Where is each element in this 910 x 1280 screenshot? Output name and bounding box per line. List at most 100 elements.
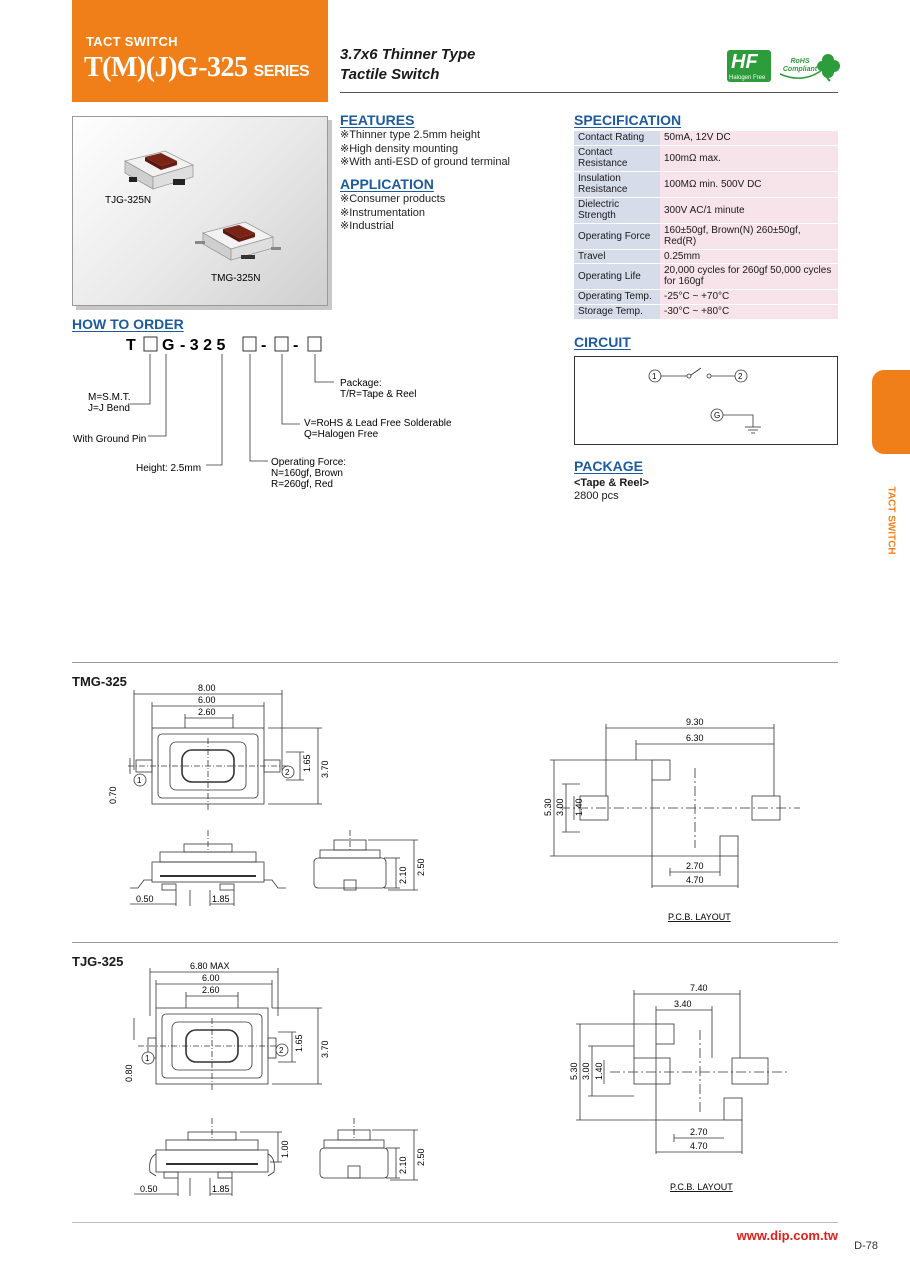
side-tab-label: TACT SWITCH	[885, 486, 897, 555]
svg-text:2.60: 2.60	[198, 707, 216, 717]
category-label: TACT SWITCH	[86, 34, 178, 49]
svg-text:G: G	[714, 411, 720, 420]
code-dash-2: -	[293, 337, 298, 354]
svg-text:0.50: 0.50	[136, 894, 154, 904]
svg-text:1: 1	[137, 776, 142, 785]
svg-text:3.70: 3.70	[320, 760, 330, 778]
footer-url-link[interactable]: www.dip.com.tw	[736, 1228, 838, 1243]
specification-heading: SPECIFICATION	[574, 112, 682, 128]
svg-text:6.00: 6.00	[202, 973, 220, 983]
feature-item: ※With anti-ESD of ground terminal	[340, 156, 511, 168]
svg-text:J=J Bend: J=J Bend	[88, 403, 130, 414]
application-heading: APPLICATION	[340, 176, 434, 192]
svg-text:1.00: 1.00	[280, 1140, 290, 1158]
code-box-force	[242, 336, 257, 352]
tmg-photo-label: TMG-325N	[211, 273, 260, 284]
svg-text:Height: 2.5mm: Height: 2.5mm	[136, 463, 201, 474]
svg-text:2.70: 2.70	[690, 1127, 708, 1137]
code-325: - 3 2 5	[180, 337, 225, 354]
svg-text:M=S.M.T.: M=S.M.T.	[88, 392, 131, 403]
package-heading: PACKAGE	[574, 458, 643, 474]
svg-text:7.40: 7.40	[690, 983, 708, 993]
svg-text:8.00: 8.00	[198, 683, 216, 693]
section-divider	[72, 942, 838, 943]
footer-divider	[72, 1222, 838, 1223]
side-tab	[872, 370, 910, 454]
switch-photo-illustration: TJG-325N TMG-325N	[105, 150, 281, 284]
svg-text:4.70: 4.70	[690, 1141, 708, 1151]
tmg-switch-image	[195, 221, 281, 261]
svg-text:9.30: 9.30	[686, 717, 704, 727]
product-subtitle: 3.7x6 Thinner Type Tactile Switch	[340, 46, 476, 83]
tjg-switch-image	[123, 150, 195, 190]
table-row: Storage Temp.-30°C ~ +80°C	[574, 304, 838, 320]
tmg-dimension-drawing: 1 2 8.00 6.00 2.60 1.65 3.70 0.70 0.50 1…	[108, 683, 426, 906]
svg-text:1: 1	[652, 372, 657, 381]
svg-text:2.70: 2.70	[686, 861, 704, 871]
features-list: ※Thinner type 2.5mm height ※High density…	[340, 129, 510, 170]
circuit-diagram: 1 2 G	[574, 356, 838, 445]
svg-text:5.30: 5.30	[569, 1062, 579, 1080]
code-box-package	[307, 336, 322, 352]
svg-text:1.65: 1.65	[294, 1034, 304, 1052]
svg-text:1.85: 1.85	[212, 894, 230, 904]
svg-text:5.30: 5.30	[543, 798, 553, 816]
svg-text:1: 1	[145, 1054, 150, 1063]
tmg-pcb-layout: 9.30 6.30 5.30 3.00 1.40 2.70 4.70 P.C.B…	[543, 717, 800, 922]
svg-text:Q=Halogen Free: Q=Halogen Free	[304, 429, 379, 440]
code-box-type	[143, 336, 158, 352]
svg-text:2: 2	[279, 1046, 284, 1055]
svg-text:0.70: 0.70	[108, 786, 118, 804]
svg-text:0.50: 0.50	[140, 1184, 158, 1194]
svg-text:R=260gf, Red: R=260gf, Red	[271, 479, 333, 490]
svg-text:With Ground Pin: With Ground Pin	[73, 434, 146, 445]
halogen-free-logo: HF Halogen Free	[727, 50, 771, 82]
application-item: ※Instrumentation	[340, 206, 426, 219]
svg-text:2.50: 2.50	[416, 1148, 426, 1166]
svg-text:3.00: 3.00	[581, 1062, 591, 1080]
svg-text:Package:: Package:	[340, 378, 382, 389]
feature-item: ※High density mounting	[340, 142, 459, 155]
svg-text:0.80: 0.80	[124, 1064, 134, 1082]
tjg-photo-label: TJG-325N	[105, 195, 151, 206]
svg-text:2: 2	[738, 372, 743, 381]
svg-text:3.40: 3.40	[674, 999, 692, 1009]
circuit-schematic: 1 2 G	[648, 367, 761, 434]
svg-text:6.30: 6.30	[686, 733, 704, 743]
tjg-dimension-drawing: 1 2 6.80 MAX 6.00 2.60 1.65 3.70 0.80 0.…	[124, 961, 426, 1196]
svg-text:T/R=Tape & Reel: T/R=Tape & Reel	[340, 389, 416, 400]
svg-text:P.C.B. LAYOUT: P.C.B. LAYOUT	[668, 912, 731, 922]
product-photo: TJG-325N TMG-325N	[72, 116, 328, 306]
svg-text:2: 2	[285, 768, 290, 777]
svg-text:3.00: 3.00	[555, 798, 565, 816]
svg-text:V=RoHS & Lead Free Solderable: V=RoHS & Lead Free Solderable	[304, 418, 452, 429]
application-item: ※Industrial	[340, 220, 394, 232]
package-info: <Tape & Reel> 2800 pcs	[574, 477, 649, 502]
svg-text:P.C.B. LAYOUT: P.C.B. LAYOUT	[670, 1182, 733, 1192]
tmg-drawing-title: TMG-325	[72, 674, 127, 689]
code-dash-1: -	[261, 337, 266, 354]
svg-text:1.40: 1.40	[574, 798, 584, 816]
rohs-leaf-icon	[779, 54, 840, 82]
svg-text:6.80 MAX: 6.80 MAX	[190, 961, 230, 971]
svg-text:6.00: 6.00	[198, 695, 216, 705]
code-box-rohs	[274, 336, 289, 352]
svg-text:1.40: 1.40	[594, 1062, 604, 1080]
svg-text:1.85: 1.85	[212, 1184, 230, 1194]
features-heading: FEATURES	[340, 112, 415, 128]
svg-text:Operating Force:: Operating Force:	[271, 457, 346, 468]
table-row: Operating Temp.-25°C ~ +70°C	[574, 289, 838, 305]
circuit-heading: CIRCUIT	[574, 334, 631, 350]
svg-text:4.70: 4.70	[686, 875, 704, 885]
how-to-order-heading: HOW TO ORDER	[72, 316, 184, 332]
page-number: D-78	[854, 1240, 878, 1252]
tjg-drawing-title: TJG-325	[72, 954, 124, 969]
svg-text:2.50: 2.50	[416, 858, 426, 876]
